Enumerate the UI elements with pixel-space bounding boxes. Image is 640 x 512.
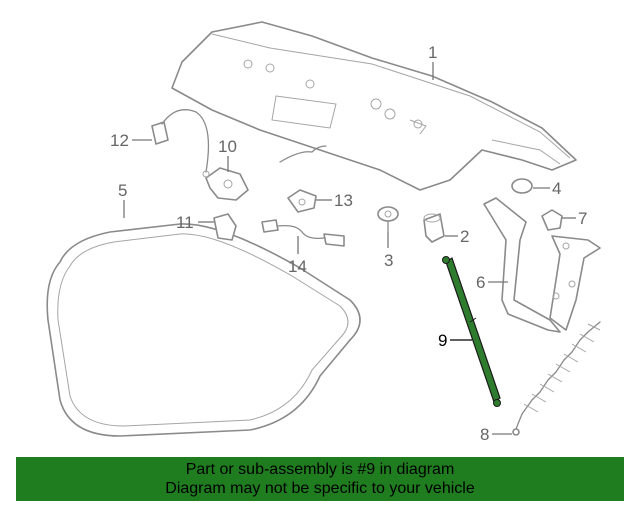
- banner-line-1: Part or sub-assembly is #9 in diagram: [185, 461, 455, 478]
- cap-part: [511, 178, 533, 194]
- bracket-11-part: [213, 213, 237, 241]
- callout-8: 8: [480, 425, 489, 444]
- callout-10: 10: [218, 137, 237, 156]
- callout-4: 4: [552, 179, 561, 198]
- callout-1: 1: [428, 43, 437, 62]
- parts-diagram: 1 2 3 4 5 6 7 8 9 10 11 12 13 14: [46, 21, 601, 444]
- callout-9: 9: [438, 331, 447, 350]
- callouts: 1 2 3 4 5 6 7 8 9 10 11 12 13 14: [110, 43, 587, 444]
- latch-part: [205, 167, 249, 201]
- callout-13: 13: [334, 191, 353, 210]
- hinge-part: [483, 197, 601, 333]
- callout-2: 2: [460, 227, 469, 246]
- spring-part: [512, 321, 601, 436]
- push-clip-part: [377, 206, 399, 233]
- gas-strut-part: [442, 256, 501, 407]
- callout-6: 6: [476, 273, 485, 292]
- clip-7-part: [541, 209, 563, 231]
- release-cable-part: [151, 109, 210, 178]
- banner-line-2: Diagram may not be specific to your vehi…: [165, 480, 475, 497]
- callout-11: 11: [176, 213, 194, 232]
- lid-harness-pigtail: [279, 145, 327, 163]
- weatherstrip-part: [46, 223, 361, 437]
- trunk-lid-part: [171, 21, 577, 191]
- harness-part: [261, 219, 345, 247]
- callout-5: 5: [118, 181, 127, 200]
- callout-3: 3: [384, 251, 393, 270]
- switch-bracket-part: [287, 189, 317, 213]
- notice-banner: Part or sub-assembly is #9 in diagram Di…: [16, 457, 624, 501]
- callout-14: 14: [288, 257, 307, 276]
- callout-12: 12: [110, 131, 129, 150]
- bumper-stop-part: [423, 213, 445, 243]
- callout-7: 7: [578, 209, 587, 228]
